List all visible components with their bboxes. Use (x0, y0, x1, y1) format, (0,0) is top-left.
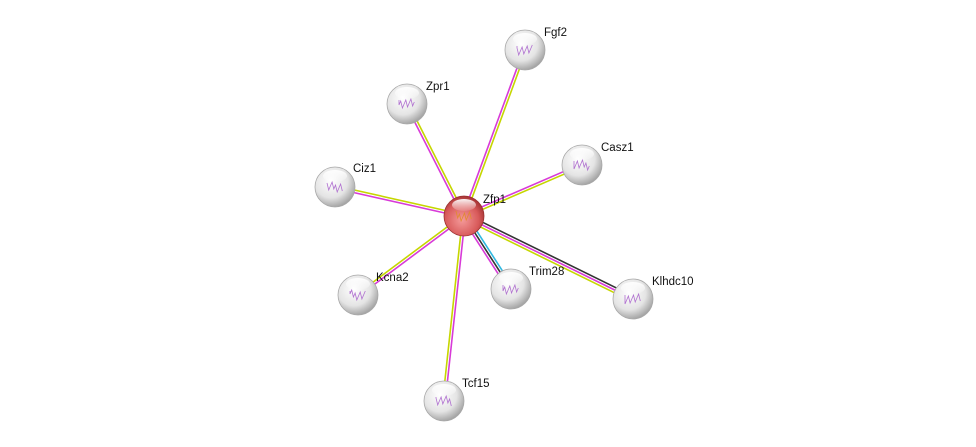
edge-zfp1-ciz1[interactable] (334, 184, 465, 219)
protein-structure-icon (573, 158, 590, 172)
edge-evidence-line (462, 49, 525, 216)
node-label: Kcna2 (376, 272, 409, 284)
node-highlight (452, 199, 476, 211)
edge-evidence-line (462, 217, 633, 303)
edge-evidence-line (464, 212, 635, 298)
node-ciz1[interactable]: Ciz1 (314, 163, 376, 208)
edge-zfp1-tcf15[interactable] (441, 215, 467, 402)
protein-structure-icon (435, 394, 452, 407)
node-kcna2[interactable]: Kcna2 (337, 272, 409, 316)
edge-evidence-line (463, 163, 582, 216)
protein-structure-icon (349, 288, 366, 302)
edge-zfp1-kcna2[interactable] (356, 214, 466, 297)
node-tcf15[interactable]: Tcf15 (423, 378, 490, 422)
node-trim28[interactable]: Trim28 (490, 266, 564, 310)
edge-zfp1-zpr1[interactable] (405, 103, 466, 217)
edge-evidence-line (356, 214, 464, 295)
edge-zfp1-casz1[interactable] (463, 163, 583, 218)
node-highlight (395, 87, 419, 99)
edge-evidence-line (444, 216, 467, 402)
edge-evidence-line (464, 50, 527, 217)
edge-evidence-line (335, 184, 465, 216)
edge-zfp1-fgf2[interactable] (462, 49, 527, 217)
node-label: Casz1 (601, 142, 634, 154)
edge-evidence-line (464, 165, 583, 218)
node-label: Trim28 (529, 266, 564, 278)
protein-structure-icon (455, 210, 472, 223)
node-label: Zfp1 (483, 194, 506, 206)
node-highlight (570, 148, 594, 160)
node-klhdc10[interactable]: Klhdc10 (612, 276, 694, 320)
node-zpr1[interactable]: Zpr1 (386, 81, 450, 125)
node-highlight (621, 282, 645, 294)
protein-structure-icon (516, 44, 533, 57)
protein-structure-icon (502, 283, 519, 296)
node-highlight (513, 33, 537, 45)
node-fgf2[interactable]: Fgf2 (504, 27, 567, 71)
node-highlight (432, 384, 456, 396)
edge-evidence-line (441, 215, 464, 401)
edge-evidence-line (358, 216, 466, 297)
edge-evidence-line (405, 104, 464, 217)
node-label: Fgf2 (544, 27, 567, 39)
node-casz1[interactable]: Casz1 (561, 142, 634, 186)
node-label: Ciz1 (353, 163, 376, 175)
node-highlight (323, 170, 347, 182)
edge-evidence-line (407, 103, 466, 216)
edge-evidence-line (463, 215, 634, 300)
protein-structure-icon (398, 97, 415, 110)
node-highlight (346, 278, 370, 290)
edge-zfp1-klhdc10[interactable] (462, 212, 635, 303)
protein-structure-icon (624, 292, 641, 305)
node-label: Tcf15 (462, 378, 490, 390)
node-zfp1[interactable]: Zfp1 (443, 194, 506, 237)
protein-structure-icon (326, 180, 343, 194)
node-label: Zpr1 (426, 81, 450, 93)
edge-evidence-line (334, 187, 464, 219)
node-label: Klhdc10 (652, 276, 694, 288)
node-highlight (499, 272, 523, 284)
